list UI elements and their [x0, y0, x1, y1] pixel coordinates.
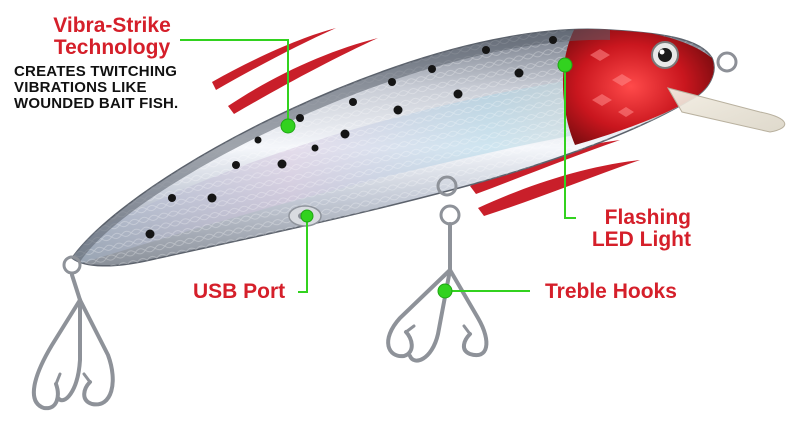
usb-port-label: USB Port: [193, 280, 286, 303]
vibra-strike-marker: [280, 118, 296, 134]
leader-dots: [280, 57, 573, 299]
vibra-strike-desc-3: WOUNDED BAIT FISH.: [14, 94, 179, 112]
treble-hooks-label: Treble Hooks: [545, 280, 677, 303]
vibra-strike-callout: Vibra-Strike Technology: [42, 14, 182, 60]
tail-treble-hook: [31, 255, 115, 411]
vibra-strike-desc-1: CREATES TWITCHING: [14, 63, 178, 80]
vibra-strike-desc-2: VIBRATIONS LIKE: [14, 78, 147, 96]
belly-treble-hook: [386, 175, 489, 363]
vibra-strike-title-2: Technology: [53, 36, 171, 60]
led-callout: Flashing LED Light: [583, 206, 691, 252]
hooks-marker: [437, 283, 453, 299]
usb-marker: [300, 209, 314, 223]
led-title-2: LED Light: [591, 228, 691, 252]
vibra-strike-title-1: Vibra-Strike: [53, 14, 171, 37]
led-title-1: Flashing: [604, 206, 691, 229]
diving-lip: [666, 87, 785, 133]
led-marker: [557, 57, 573, 73]
lure-spots: [145, 36, 557, 239]
motion-lines: [212, 28, 640, 216]
leader-lines: [180, 39, 576, 293]
vibra-strike-description: CREATES TWITCHING VIBRATIONS LIKE WOUNDE…: [14, 64, 178, 111]
nose-ring: [716, 51, 738, 73]
